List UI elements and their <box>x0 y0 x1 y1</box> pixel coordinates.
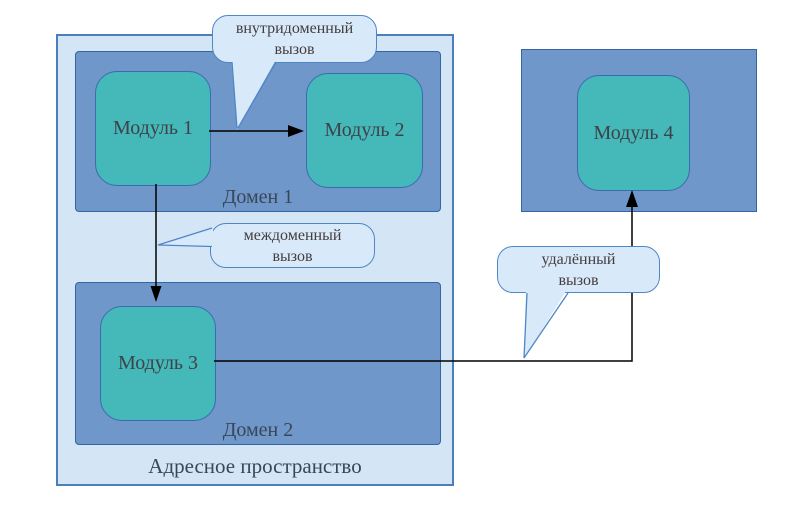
callout-remote-call: удалённый вызов <box>497 246 660 293</box>
remote-domain-box: Модуль 4 <box>521 49 757 212</box>
callout-intradomain-line2: вызов <box>274 41 315 58</box>
callout-remote-line1: удалённый <box>541 250 616 268</box>
domain-1-label: Домен 1 <box>222 186 294 208</box>
callout-interdomain-call: междоменный вызов <box>210 223 375 268</box>
module-4-label: Модуль 4 <box>593 121 674 144</box>
module-2-box: Модуль 2 <box>306 73 423 188</box>
callout-intradomain-line1: внутридоменный <box>235 20 354 37</box>
domain-2-box: Модуль 3 Домен 2 <box>75 282 441 445</box>
callout-remote-tail <box>524 288 568 359</box>
callout-intradomain-call: внутридоменный вызов <box>212 15 377 63</box>
callout-remote-tail-border <box>523 292 569 359</box>
address-space-label: Адресное пространство <box>148 454 362 478</box>
module-3-label: Модуль 3 <box>117 352 199 374</box>
domain-1-box: Модуль 1 Модуль 2 Домен 1 <box>75 51 441 212</box>
module-4-box: Модуль 4 <box>577 75 690 191</box>
domain-2-label: Домен 2 <box>222 419 294 441</box>
module-2-label: Модуль 2 <box>324 119 405 141</box>
module-1-label: Модуль 1 <box>112 117 194 139</box>
callout-interdomain-line2: вызов <box>272 247 313 265</box>
callout-interdomain-line1: междоменный <box>243 226 342 244</box>
callout-remote-line2: вызов <box>558 271 599 289</box>
module-1-box: Модуль 1 <box>95 71 211 186</box>
module-3-box: Модуль 3 <box>100 306 216 421</box>
